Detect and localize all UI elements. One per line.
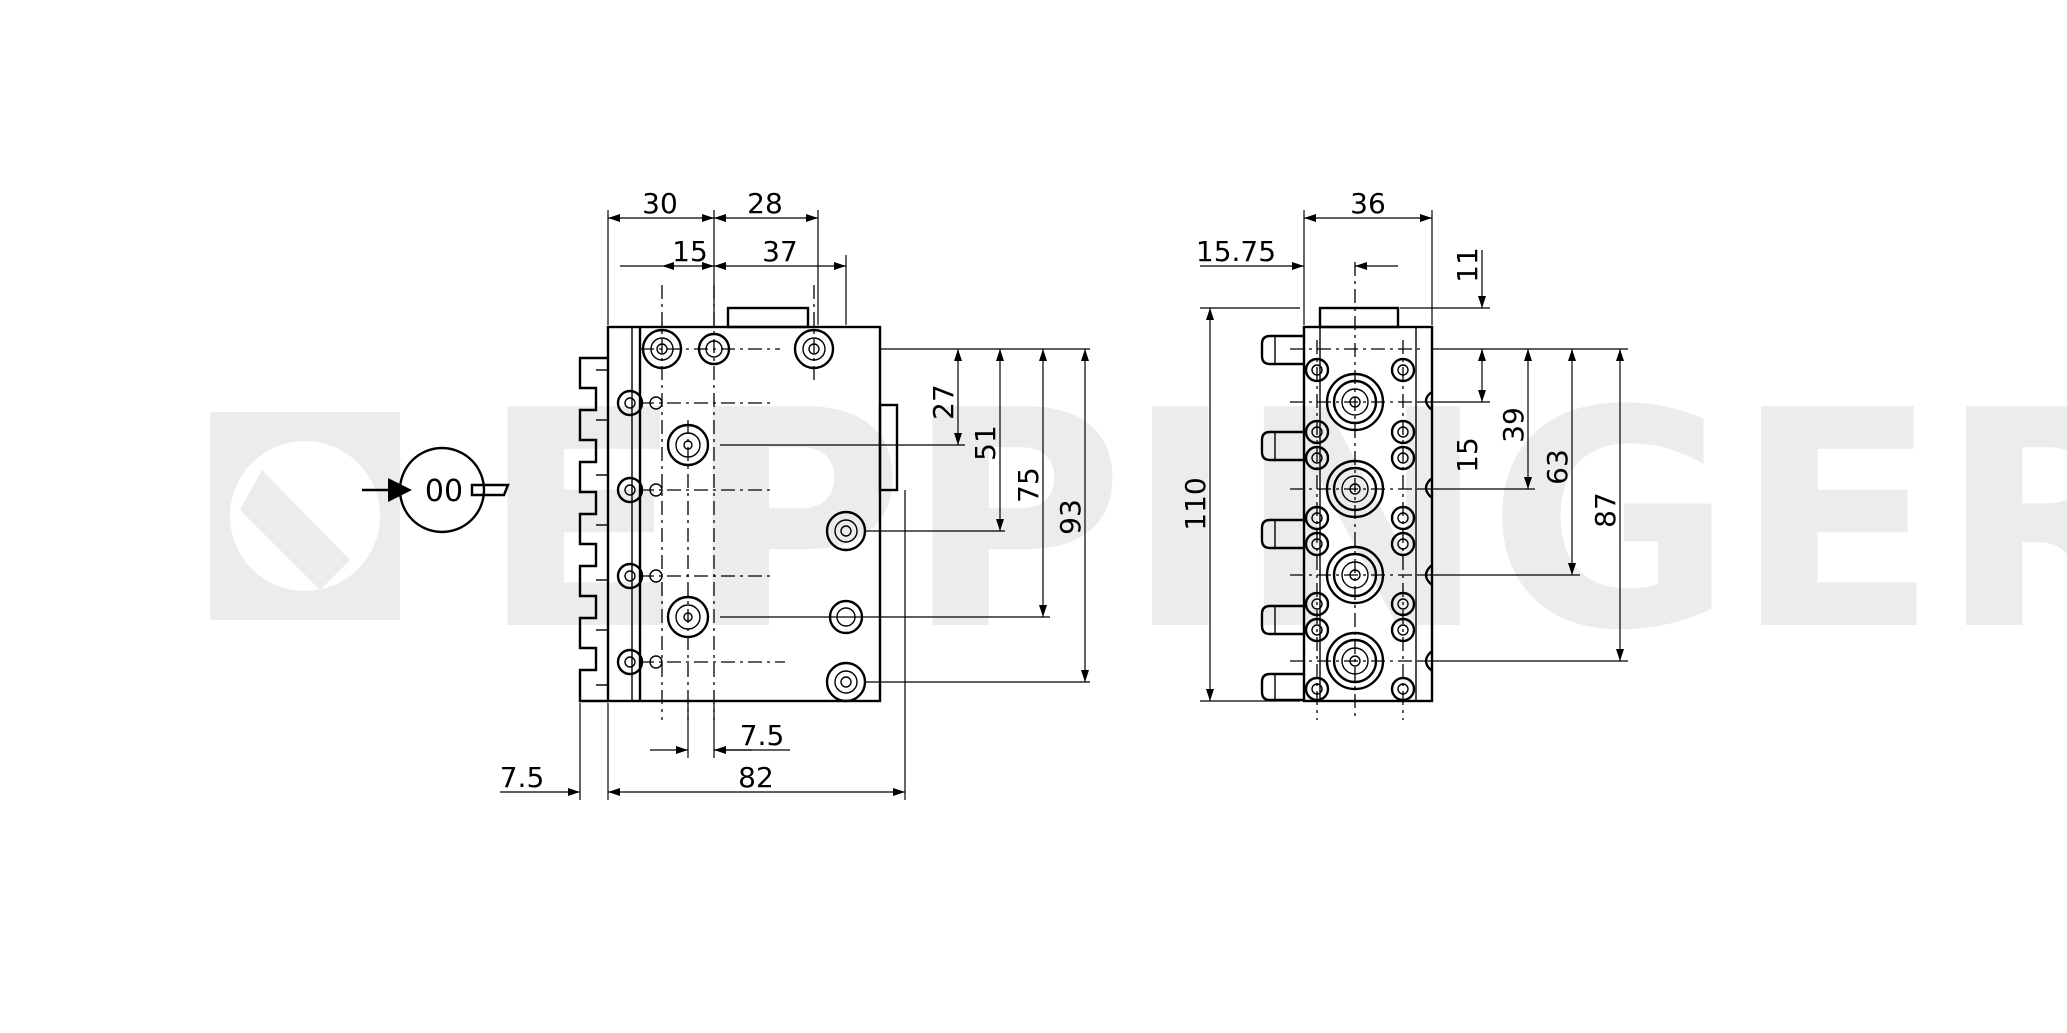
dim-37: 37	[762, 235, 798, 268]
dim-93: 93	[1054, 499, 1087, 535]
eppinger-logo-watermark: EPPINGER	[210, 347, 2067, 696]
side-dimensions: 36 15.75 110 11 39 15 63 87	[1179, 187, 1628, 702]
projection-label: 00	[425, 474, 463, 509]
dim-27: 27	[927, 384, 960, 420]
dim-15: 15	[672, 235, 708, 268]
dim-87: 87	[1589, 492, 1622, 528]
right-boss	[878, 403, 899, 492]
dim-110: 110	[1179, 477, 1212, 530]
side-view	[1260, 262, 1434, 720]
watermark-text: EPPINGER	[480, 347, 2067, 696]
dim-28: 28	[747, 187, 783, 220]
dim-7-5-inner: 7.5	[740, 719, 785, 752]
side-center-lines	[1290, 262, 1420, 720]
dim-63: 63	[1541, 449, 1574, 485]
front-dimensions: 30 28 15 37 27 51 75 93 7.5 7.5 82	[500, 187, 1090, 800]
side-top-boss	[1318, 306, 1400, 329]
dim-51: 51	[969, 425, 1002, 461]
dim-15-side: 15	[1451, 437, 1484, 473]
dim-15-75: 15.75	[1196, 235, 1276, 268]
front-center-lines	[640, 285, 815, 720]
dim-75: 75	[1012, 467, 1045, 503]
side-pins	[1260, 334, 1304, 702]
view-arrow-icon: 00	[362, 446, 510, 534]
dim-30: 30	[642, 187, 678, 220]
dim-82: 82	[738, 761, 774, 794]
dim-39: 39	[1497, 407, 1530, 443]
top-boss	[726, 306, 810, 329]
dim-7-5-outer: 7.5	[500, 761, 545, 794]
dim-11: 11	[1451, 247, 1484, 283]
left-connector-comb	[578, 356, 608, 703]
dim-36: 36	[1350, 187, 1386, 220]
